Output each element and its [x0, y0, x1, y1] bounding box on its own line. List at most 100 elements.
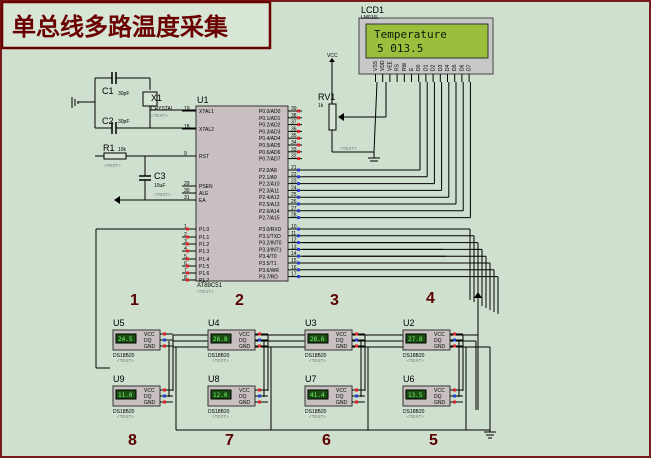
sensor-display [307, 389, 329, 400]
mcu-pin-label: P3.0/RXD [259, 227, 282, 233]
pin-marker [297, 150, 300, 154]
rv1-text: <TEXT> [340, 146, 357, 151]
mcu-pin-label: P0.0/AD0 [259, 109, 281, 115]
pin-marker [297, 182, 300, 186]
mcu-pin-label: P3.2/INT0 [259, 241, 282, 247]
lcd-pin-label: VEE [387, 60, 393, 71]
mcu-pin-label: PSEN [199, 184, 213, 190]
sensor-pin-label: DQ [434, 338, 442, 344]
mcu-pin-label: EA [199, 198, 206, 204]
pin-marker [297, 261, 300, 265]
lcd-pin-label: D2 [431, 64, 437, 71]
mcu-pin-label: P3.6/WR [259, 268, 279, 274]
lcd-pin-label: D5 [452, 64, 458, 71]
crystal-ref: X1 [151, 93, 162, 103]
pin-marker [297, 143, 300, 147]
sensor-pin-label: DQ [239, 338, 247, 344]
lcd-pin-label: D6 [459, 64, 465, 71]
mcu-pin-number: 13 [291, 244, 297, 250]
mcu-pin-label: P2.1/A9 [259, 175, 277, 181]
pin-marker [297, 195, 300, 199]
sensor-value: 28.6 [310, 336, 325, 343]
mcu-chip[interactable]: U1 AT89C51 <TEXT> XTAL119XTAL218RST9PSEN… [182, 95, 302, 294]
crystal-model: CRYSTAL [151, 106, 174, 112]
pin-marker [297, 157, 300, 161]
sensor-model: DS18B20 [305, 409, 327, 415]
mcu-pin-number: 27 [291, 206, 297, 212]
mcu-pin-number: 12 [291, 238, 297, 244]
sensor-value: 11.0 [118, 392, 133, 399]
lcd-pin-label: RS [395, 63, 401, 71]
pin-marker [186, 264, 189, 268]
mcu-pin-label: P0.3/AD3 [259, 129, 281, 135]
lcd-pin-label: VSS [373, 60, 379, 71]
c3-text: <TEXT> [154, 192, 171, 197]
sensor-ref: U7 [305, 374, 317, 384]
wires [95, 81, 499, 439]
mcu-pin-label: P2.7/A15 [259, 216, 280, 222]
mcu-pin-label: P2.2/A10 [259, 182, 280, 188]
mcu-pin-number: 32 [291, 154, 297, 160]
mcu-pin-label: P2.6/A14 [259, 209, 280, 215]
sensor-number: 4 [426, 290, 435, 307]
mcu-pin-label: P0.7/AD7 [259, 157, 281, 163]
sensor-pin-label: GND [144, 400, 156, 406]
mcu-pin-number: 2 [184, 232, 187, 238]
lcd-model: LM016L [361, 15, 379, 21]
mcu-pin-number: 16 [291, 265, 297, 271]
pin-marker [297, 129, 300, 133]
mcu-text: <TEXT> [197, 289, 214, 294]
mcu-pin-label: P2.3/A11 [259, 188, 279, 194]
c2-value: 30pF [118, 119, 129, 125]
mcu-pin-label: P3.4/T0 [259, 254, 277, 260]
mcu-pin-label: P1.4 [199, 257, 210, 263]
mcu-pin-label: P1.5 [199, 264, 210, 270]
mcu-pin-label: P1.2 [199, 242, 210, 248]
mcu-pin-label: P0.4/AD4 [259, 136, 281, 142]
lcd-pin-label: D7 [467, 64, 473, 71]
mcu-pin-number: 18 [184, 124, 190, 130]
potentiometer-rv1[interactable]: VCC RV1 1k <TEXT> [318, 53, 386, 162]
sensor-pin-label: GND [336, 344, 348, 350]
mcu-pin-label: ALE [199, 191, 209, 197]
mcu-pin-number: 17 [291, 272, 297, 278]
mcu-pin-number: 9 [184, 151, 187, 157]
crystal-text: <TEXT> [151, 113, 168, 118]
sensor-pin-label: DQ [144, 338, 152, 344]
sensor-pin-label: GND [434, 400, 446, 406]
sensor-pin-label: GND [239, 400, 251, 406]
pin-marker [297, 275, 300, 279]
sensor-ref: U3 [305, 318, 317, 328]
pin-marker [186, 249, 189, 253]
sensor-pin-label: DQ [336, 338, 344, 344]
mcu-pin-number: 7 [184, 268, 187, 274]
mcu-pin-label: P1.7 [199, 278, 210, 284]
pin-marker [297, 136, 300, 140]
mcu-pin-number: 29 [184, 181, 190, 187]
mcu-pin-label: XTAL2 [199, 127, 214, 133]
sensor-pin-label: VCC [336, 388, 347, 394]
mcu-pin-number: 36 [291, 126, 297, 132]
sensor-pin-label: DQ [144, 394, 152, 400]
mcu-pin-number: 38 [291, 113, 297, 119]
sensor-text: <TEXT> [117, 358, 134, 363]
mcu-pin-label: P0.5/AD5 [259, 143, 281, 149]
mcu-pin-number: 1 [184, 224, 187, 230]
sensor-model: DS18B20 [403, 409, 425, 415]
pin-marker [186, 278, 189, 282]
sensor-number: 7 [225, 432, 234, 449]
pin-marker [186, 227, 189, 231]
sensor-value: 24.5 [118, 336, 133, 343]
pin-marker [297, 241, 300, 245]
mcu-pin-label: P0.6/AD6 [259, 150, 281, 156]
